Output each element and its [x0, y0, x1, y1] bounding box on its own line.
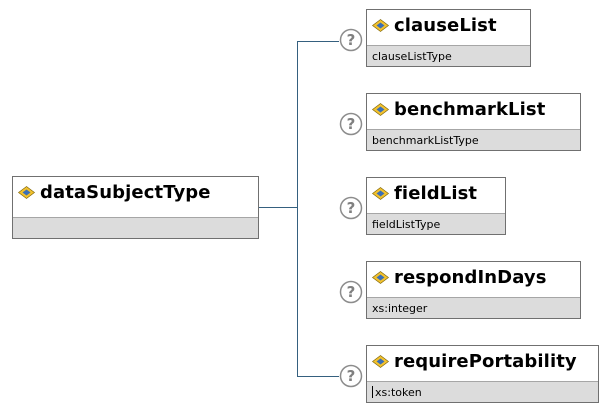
- child-name: clauseList: [394, 15, 497, 36]
- svg-text:?: ?: [347, 31, 356, 49]
- child-type: xs:integer: [367, 297, 580, 318]
- child-name: respondInDays: [394, 267, 547, 288]
- child-type: benchmarkListType: [367, 129, 580, 150]
- help-icon-clauseList[interactable]: ?: [339, 28, 363, 52]
- trunk-line: [297, 41, 298, 377]
- element-icon: [372, 187, 389, 200]
- element-icon: [372, 355, 389, 368]
- child-name: benchmarkList: [394, 99, 546, 120]
- help-icon-requirePortability[interactable]: ?: [339, 364, 363, 388]
- element-icon: [372, 271, 389, 284]
- child-node-clauseList[interactable]: clauseList clauseListType: [366, 9, 531, 67]
- svg-text:?: ?: [347, 199, 356, 217]
- child-node-respondInDays[interactable]: respondInDays xs:integer: [366, 261, 581, 319]
- root-node[interactable]: dataSubjectType: [12, 176, 259, 239]
- child-type-row: xs:token: [367, 381, 598, 402]
- child-name: fieldList: [394, 183, 478, 204]
- svg-text:?: ?: [347, 115, 356, 133]
- text-cursor: [372, 386, 373, 398]
- child-node-benchmarkList[interactable]: benchmarkList benchmarkListType: [366, 93, 581, 151]
- root-type: [13, 217, 258, 238]
- help-icon-respondInDays[interactable]: ?: [339, 280, 363, 304]
- child-type: fieldListType: [367, 213, 505, 234]
- svg-text:?: ?: [347, 283, 356, 301]
- child-node-fieldList[interactable]: fieldList fieldListType: [366, 177, 506, 235]
- branch-requirePortability: [297, 376, 339, 377]
- child-type: clauseListType: [367, 45, 530, 66]
- element-icon: [18, 186, 35, 199]
- help-icon-fieldList[interactable]: ?: [339, 196, 363, 220]
- child-node-requirePortability[interactable]: requirePortability xs:token: [366, 345, 599, 403]
- child-type: xs:token: [375, 385, 422, 399]
- element-icon: [372, 103, 389, 116]
- help-icon-benchmarkList[interactable]: ?: [339, 112, 363, 136]
- root-connector: [258, 207, 298, 208]
- branch-clauseList: [297, 41, 339, 42]
- element-icon: [372, 19, 389, 32]
- root-name: dataSubjectType: [40, 182, 211, 203]
- child-name: requirePortability: [394, 351, 577, 372]
- svg-text:?: ?: [347, 367, 356, 385]
